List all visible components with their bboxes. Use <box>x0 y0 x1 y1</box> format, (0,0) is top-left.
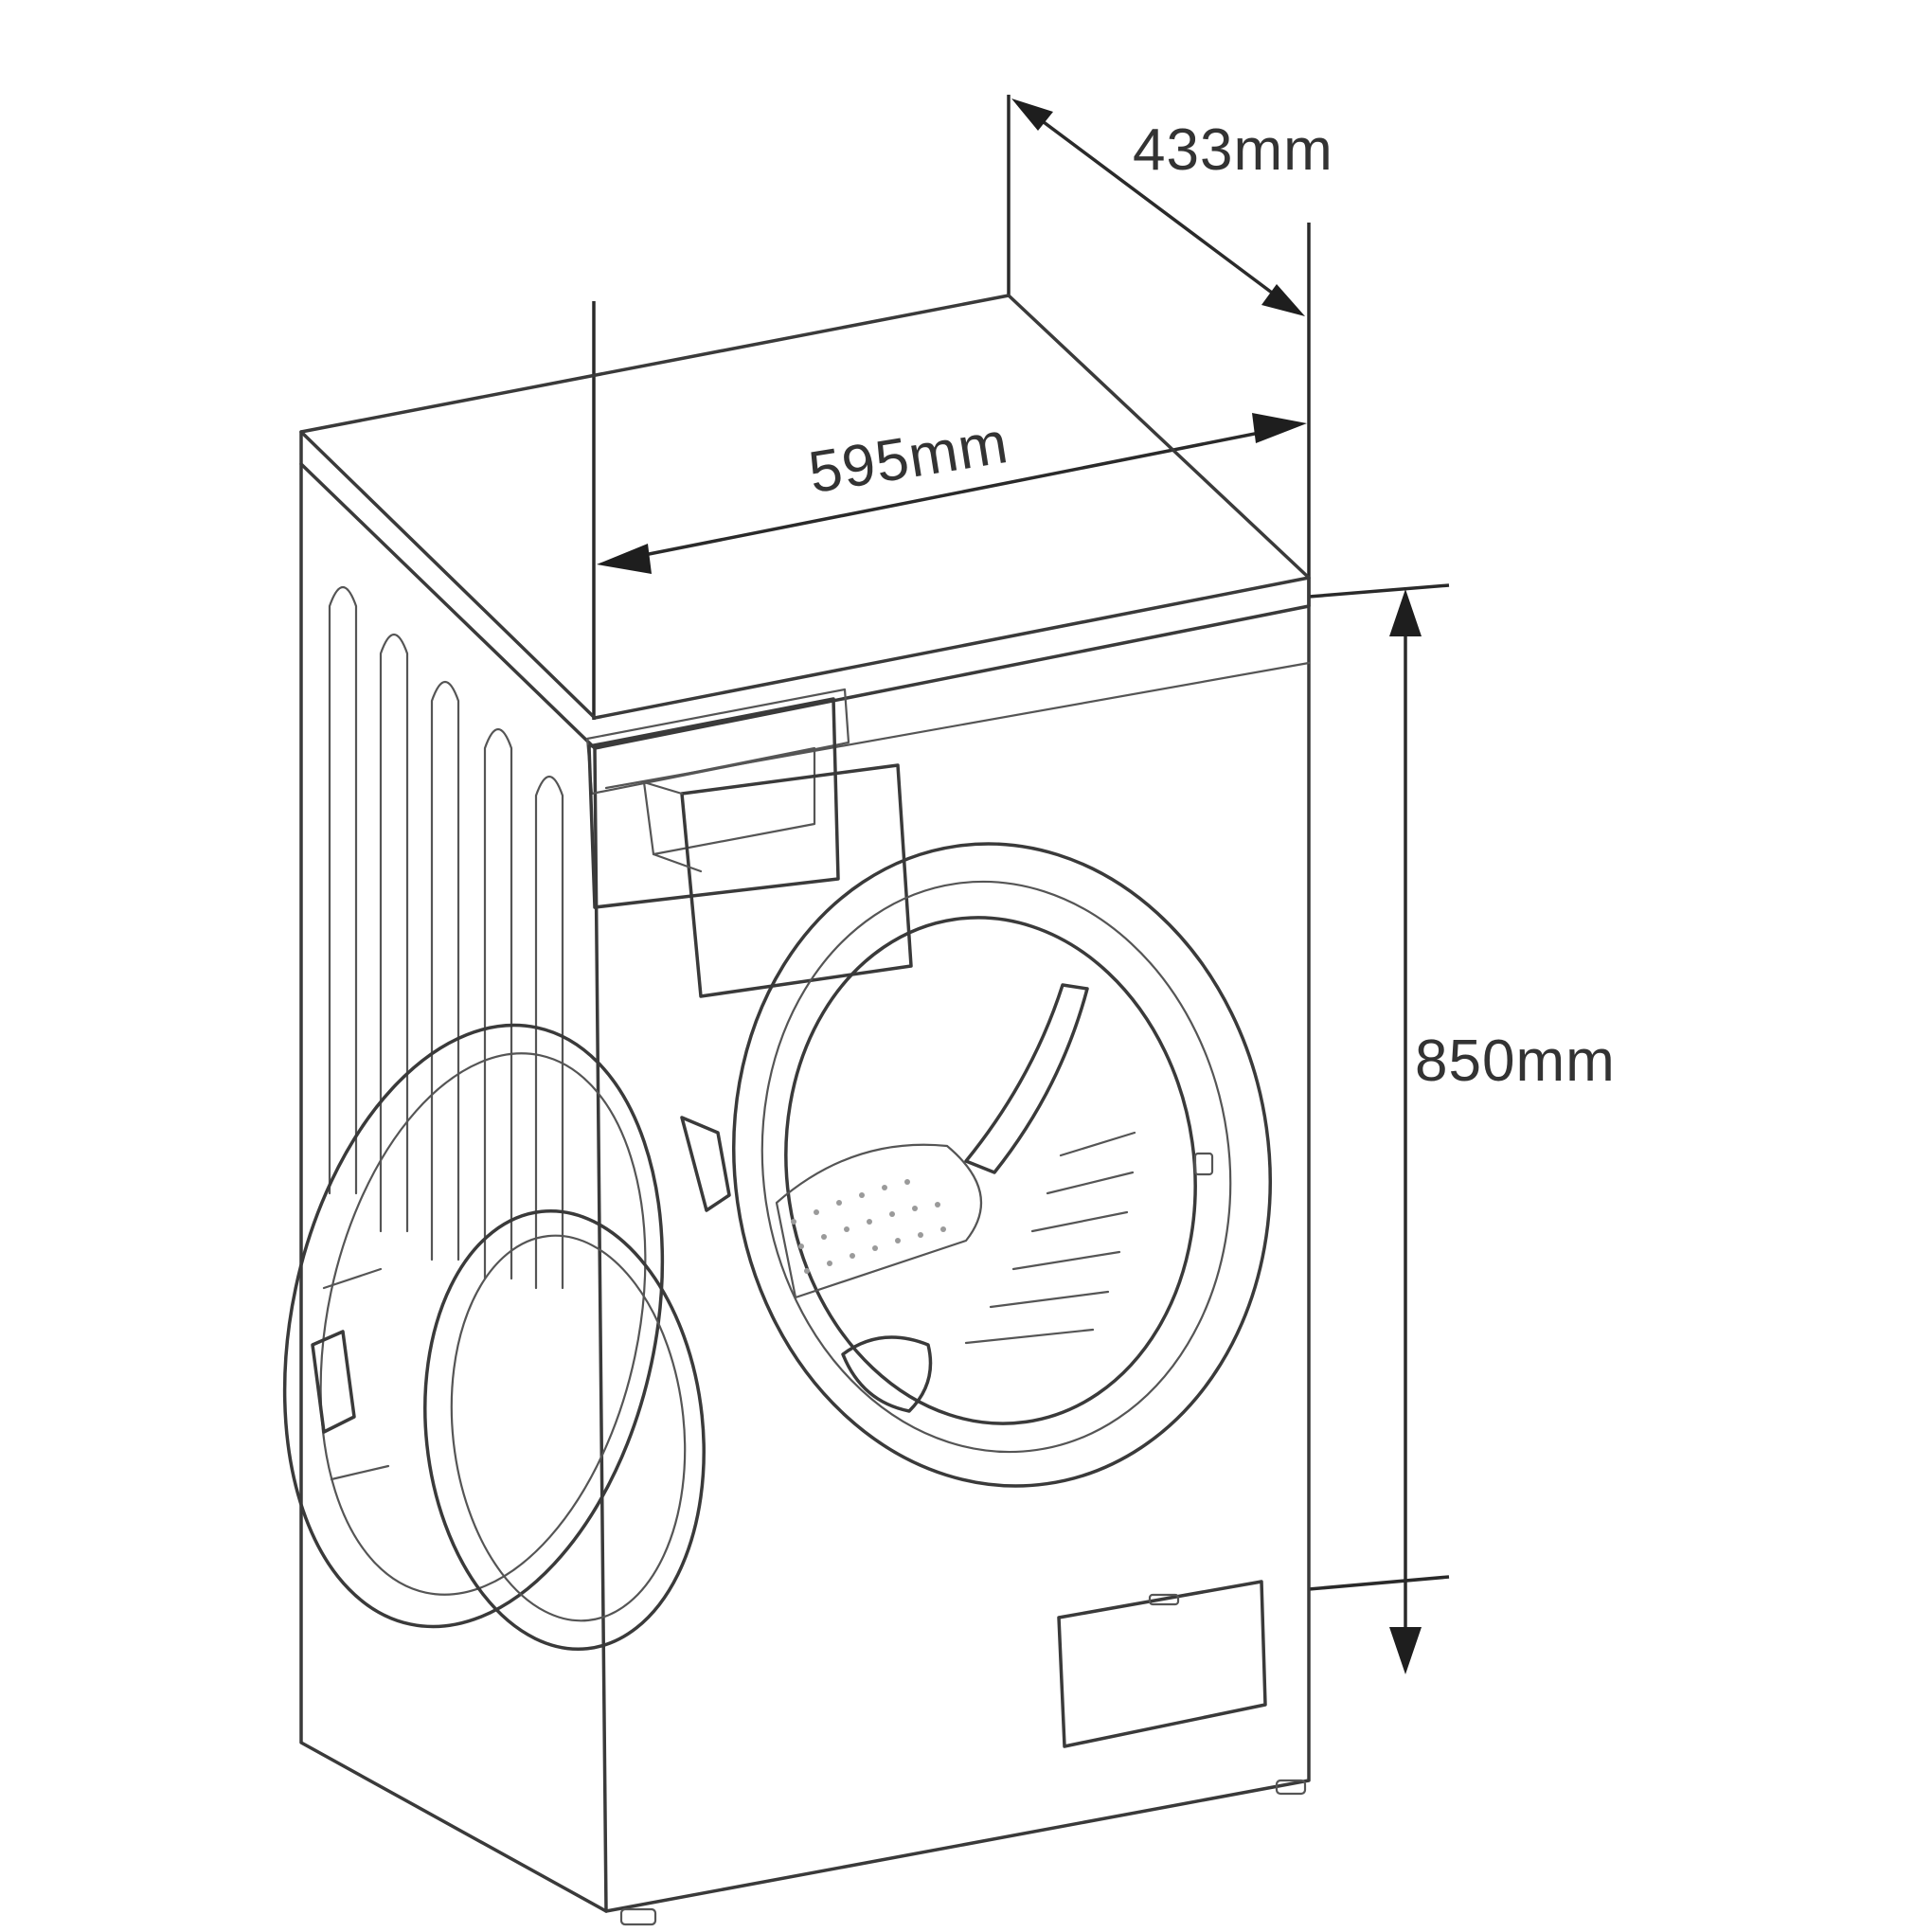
depth-arrow-back <box>1011 98 1053 131</box>
open-door <box>282 1023 731 1651</box>
width-arrow-right <box>1252 413 1307 443</box>
side-ribs <box>328 586 564 1290</box>
porthole-outer-ring <box>732 842 1272 1488</box>
filter-panel <box>1057 1580 1267 1748</box>
door-glass <box>423 1209 706 1651</box>
height-arrow-top <box>1389 589 1422 636</box>
depth-label: 433mm <box>1133 117 1333 183</box>
side-wall <box>299 462 608 1913</box>
drum-perforations <box>791 1179 946 1274</box>
cabinet <box>299 294 1311 1926</box>
door-lock-slot <box>1193 1152 1214 1176</box>
front-right-foot <box>1275 1779 1307 1796</box>
front-left-foot <box>619 1907 657 1926</box>
drawer-front <box>680 763 913 998</box>
door-handle <box>311 1330 356 1434</box>
top-panel <box>299 294 1311 720</box>
door-hinge <box>680 1116 731 1212</box>
height-extension-line-bottom <box>1308 1575 1450 1591</box>
drawer-opening <box>587 697 840 909</box>
height-arrow-bottom <box>1389 1627 1422 1674</box>
top-panel-edge <box>299 430 1311 750</box>
drum-opening <box>784 916 1197 1425</box>
depth-dimension <box>1007 95 1311 606</box>
drum-paddle <box>964 983 1089 1174</box>
depth-arrow-front <box>1261 284 1305 316</box>
depth-dimension-line <box>1030 112 1285 303</box>
front-wall <box>593 604 1311 1913</box>
filter-panel-tab <box>1148 1593 1180 1606</box>
width-dimension <box>592 301 1307 720</box>
drum-ribbing <box>964 1131 1136 1345</box>
drum-lower-paddle <box>841 1335 933 1413</box>
detergent-drawer <box>585 688 913 998</box>
height-extension-line-top <box>1308 583 1450 599</box>
drum-back <box>775 1143 983 1299</box>
door-outer-frame <box>282 1023 665 1629</box>
height-dimension <box>1308 583 1450 1674</box>
porthole <box>732 842 1272 1488</box>
width-arrow-left <box>597 544 652 574</box>
height-label: 850mm <box>1415 1029 1616 1094</box>
filter-panel-cover <box>1057 1580 1267 1748</box>
